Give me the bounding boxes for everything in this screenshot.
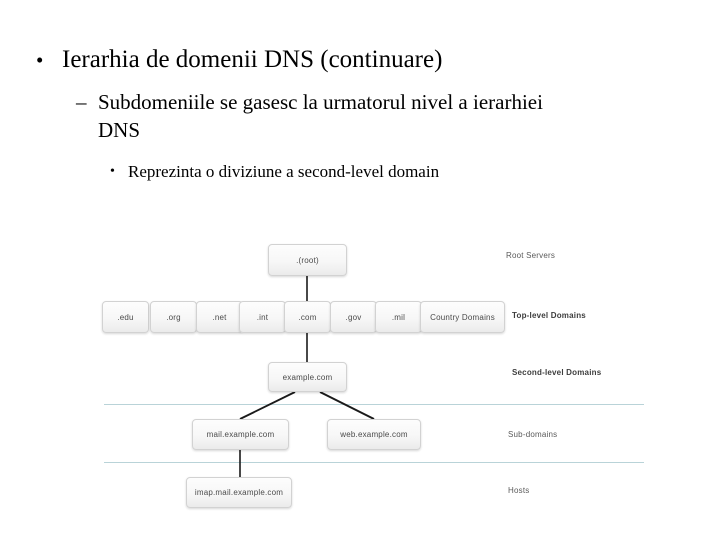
- bullet-level2-text: Subdomeniile se gasesc la urmatorul nive…: [98, 90, 543, 142]
- tier-label-second-level-domains: Second-level Domains: [512, 368, 602, 377]
- node-second-level-example-com[interactable]: example.com: [268, 362, 347, 392]
- node-tld-org[interactable]: .org: [150, 301, 197, 333]
- tier-label-sub-domains: Sub-domains: [508, 430, 558, 439]
- node-root[interactable]: .(root): [268, 244, 347, 276]
- node-tld-mil[interactable]: .mil: [375, 301, 422, 333]
- bullet-level3: • Reprezinta o diviziune a second-level …: [110, 160, 439, 184]
- node-subdomain-mail-example-com[interactable]: mail.example.com: [192, 419, 289, 450]
- node-tld-country-domains[interactable]: Country Domains: [420, 301, 505, 333]
- node-subdomain-web-example-com[interactable]: web.example.com: [327, 419, 421, 450]
- node-tld-net[interactable]: .net: [196, 301, 243, 333]
- bullet-level1-text: Ierarhia de domenii DNS (continuare): [62, 46, 443, 73]
- node-host-imap-mail-example-com[interactable]: imap.mail.example.com: [186, 477, 292, 508]
- tier-label-top-level-domains: Top-level Domains: [512, 311, 586, 320]
- tier-label-hosts: Hosts: [508, 486, 530, 495]
- bullet-level2: – Subdomeniile se gasesc la urmatorul ni…: [76, 88, 636, 144]
- tier-label-root-servers: Root Servers: [506, 251, 556, 260]
- node-tld-edu[interactable]: .edu: [102, 301, 149, 333]
- tier-separator-subdomains: [104, 404, 644, 405]
- tier-separator-hosts: [104, 462, 644, 463]
- bullet-marker-icon: •: [110, 164, 115, 179]
- node-tld-gov[interactable]: .gov: [330, 301, 377, 333]
- node-tld-com[interactable]: .com: [284, 301, 331, 333]
- node-tld-int[interactable]: .int: [239, 301, 286, 333]
- bullet-level1: • Ierarhia de domenii DNS (continuare): [36, 44, 442, 76]
- bullet-level3-text: Reprezinta o diviziune a second-level do…: [128, 162, 440, 181]
- bullet-marker-icon: •: [36, 48, 44, 72]
- dash-marker-icon: –: [76, 90, 87, 114]
